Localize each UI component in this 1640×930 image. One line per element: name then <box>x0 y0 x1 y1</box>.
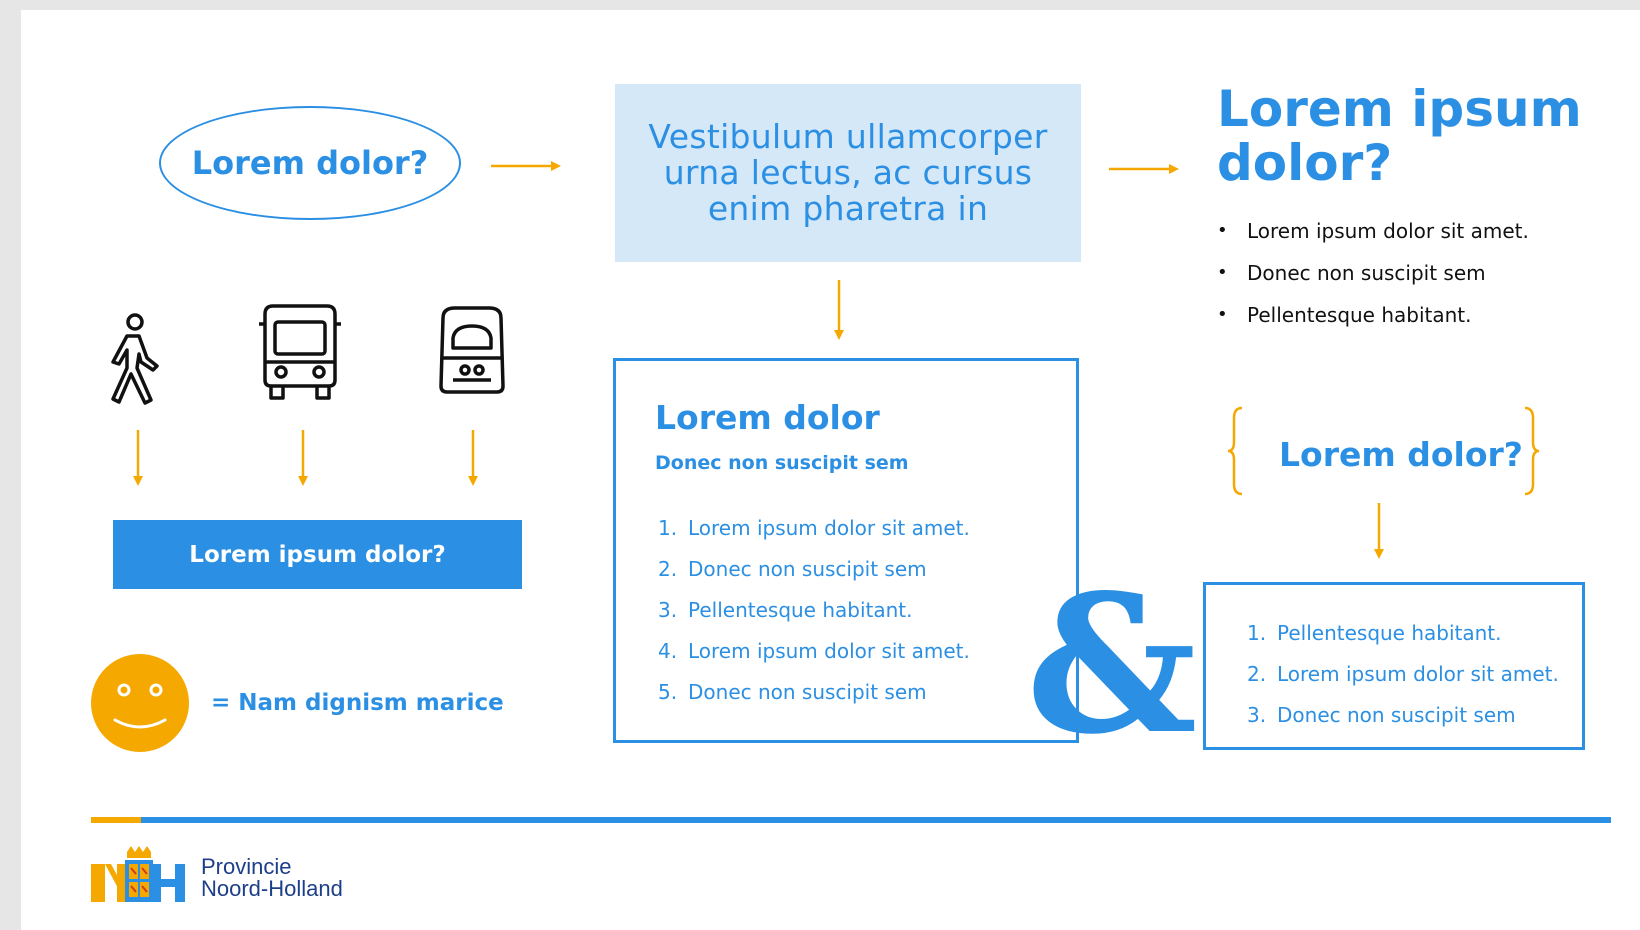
list-item: 1.Lorem ipsum dolor sit amet. <box>658 516 970 540</box>
list-item: 2.Lorem ipsum dolor sit amet. <box>1247 662 1559 686</box>
arrow-right-1 <box>491 161 561 171</box>
list-item: 5.Donec non suscipit sem <box>658 680 927 704</box>
details-box <box>613 358 1079 743</box>
arrow-down-right <box>1374 503 1384 559</box>
footer-accent-line <box>91 817 141 823</box>
details-title: Lorem dolor <box>655 398 880 437</box>
list-item: 3.Donec non suscipit sem <box>1247 703 1516 727</box>
bus-icon <box>257 302 343 402</box>
right-box <box>1203 582 1585 750</box>
center-box: Vestibulum ullamcorper urna lectus, ac c… <box>615 84 1081 262</box>
list-item: •Lorem ipsum dolor sit amet. <box>1217 219 1529 243</box>
arrow-right-2 <box>1109 164 1179 174</box>
right-title: Lorem ipsum dolor? <box>1217 80 1582 192</box>
left-brace <box>1227 406 1243 496</box>
province-logo <box>91 846 191 908</box>
details-subtitle: Donec non suscipit sem <box>655 452 909 474</box>
modes-bar-label: Lorem ipsum dolor? <box>189 541 446 568</box>
legend-label: = Nam dignism marice <box>211 690 504 716</box>
start-ellipse: Lorem dolor? <box>159 106 461 220</box>
arrow-down-center <box>834 280 844 340</box>
train-icon <box>433 304 511 398</box>
footer-line <box>141 817 1611 823</box>
ampersand: & <box>1026 553 1198 776</box>
slide: Lorem dolor? Vestibulum ullamcorper urna… <box>21 10 1640 930</box>
arrow-down-train <box>468 430 478 486</box>
details-list: 1.Lorem ipsum dolor sit amet. 2.Donec no… <box>658 517 970 722</box>
right-box-list: 1.Pellentesque habitant. 2.Lorem ipsum d… <box>1247 622 1559 745</box>
list-item: •Pellentesque habitant. <box>1217 303 1472 327</box>
list-item: 1.Pellentesque habitant. <box>1247 621 1502 645</box>
modes-bar: Lorem ipsum dolor? <box>113 520 522 589</box>
smiley-icon <box>91 654 189 752</box>
list-item: 2.Donec non suscipit sem <box>658 557 927 581</box>
center-box-text: Vestibulum ullamcorper urna lectus, ac c… <box>648 117 1048 228</box>
start-label: Lorem dolor? <box>191 144 429 182</box>
province-name: Provincie Noord-Holland <box>201 854 343 901</box>
right-brace <box>1524 406 1540 496</box>
right-bullets: •Lorem ipsum dolor sit amet. •Donec non … <box>1217 220 1529 346</box>
arrow-down-walk <box>133 430 143 486</box>
list-item: •Donec non suscipit sem <box>1217 261 1486 285</box>
list-item: 4.Lorem ipsum dolor sit amet. <box>658 639 970 663</box>
brace-label: Lorem dolor? <box>1279 435 1523 474</box>
arrow-down-bus <box>298 430 308 486</box>
walking-person-icon <box>103 310 163 406</box>
list-item: 3.Pellentesque habitant. <box>658 598 913 622</box>
